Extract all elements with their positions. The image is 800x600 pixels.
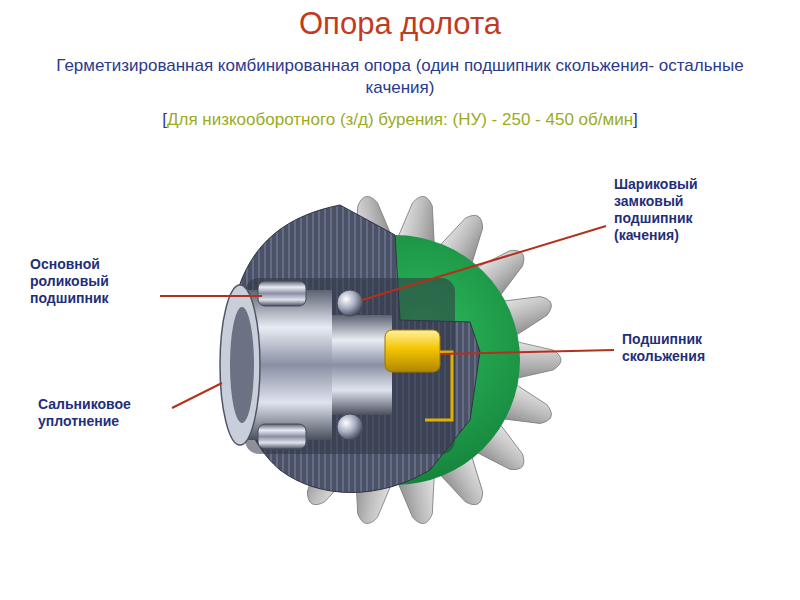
subtitle: Герметизированная комбинированная опора … [45, 55, 755, 99]
speed-note: Для низкооборотного (з/д) бурения: (НУ) … [167, 110, 633, 129]
bracket: [ [162, 110, 167, 129]
lubrication-channel [425, 352, 452, 420]
ball [337, 414, 363, 440]
leader-line [160, 295, 262, 297]
part-label: Основной роликовый подшипник [30, 256, 148, 307]
title: Опора долота [0, 6, 800, 42]
journal-pin [330, 315, 392, 415]
part-label: Сальниковое уплотнение [38, 396, 160, 430]
seal-ring [220, 285, 260, 445]
leader-line [362, 226, 606, 300]
roller [258, 424, 306, 449]
leader-line [440, 350, 614, 354]
ball [337, 290, 363, 316]
roller [258, 281, 306, 306]
sliding-bearing [385, 330, 440, 372]
leader-lines [160, 226, 614, 408]
part-label: Шариковый замковый подшипник (качения) [614, 176, 744, 244]
leader-line [172, 383, 222, 408]
seal-ring-inner [230, 307, 254, 423]
bracket: ] [633, 110, 638, 129]
part-label: Подшипник скольжения [622, 331, 752, 365]
speed-note-line: [Для низкооборотного (з/д) бурения: (НУ)… [0, 110, 800, 130]
cutaway-section [234, 205, 480, 493]
